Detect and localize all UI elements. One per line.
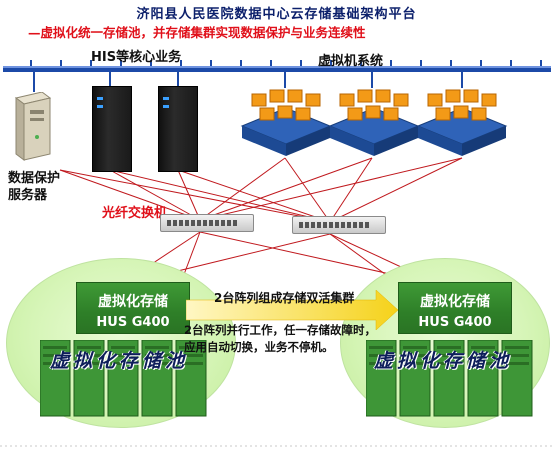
- vm-host-3-icon: [414, 86, 510, 158]
- his-label: HIS等核心业务: [91, 50, 182, 65]
- storage-pool-left-label: 虚拟化存储池: [50, 350, 189, 372]
- page-subtitle: —虚拟化统一存储池，并存储集群实现数据保护与业务连续性: [28, 25, 366, 40]
- storage-array-right: 虚拟化存储 HUS G400: [398, 282, 512, 334]
- his-rack-server-1-icon: [92, 86, 132, 172]
- backbone-drops: [33, 72, 463, 92]
- fiber-switch-2-icon: [292, 216, 386, 234]
- cluster-label: 2台阵列组成存储双活集群: [214, 291, 355, 305]
- network-backbone-bar: [3, 66, 551, 72]
- storage-pool-right-label: 虚拟化存储池: [374, 350, 513, 372]
- storage-racks-right-icon: [366, 340, 533, 417]
- fiber-switch-label: 光纤交换机: [102, 206, 168, 221]
- fiber-switch-1-icon: [160, 214, 254, 232]
- backup-server-icon: [10, 91, 54, 162]
- vm-host-1-icon: [238, 86, 334, 158]
- page-title: 济阳县人民医院数据中心云存储基础架构平台: [136, 7, 417, 22]
- backup-server-label: 数据保护 服务器: [8, 171, 61, 203]
- storage-racks-left-icon: [40, 340, 207, 417]
- cluster-description: 2台阵列并行工作，任一存储故障时， 应用自动切换，业务不停机。: [184, 323, 376, 354]
- vm-system-label: 虚拟机系统: [318, 54, 384, 69]
- his-rack-server-2-icon: [158, 86, 198, 172]
- storage-array-left: 虚拟化存储 HUS G400: [76, 282, 190, 334]
- backbone-ports: [30, 60, 542, 66]
- cluster-arrow-icon: [186, 290, 399, 330]
- vm-host-2-icon: [326, 86, 422, 158]
